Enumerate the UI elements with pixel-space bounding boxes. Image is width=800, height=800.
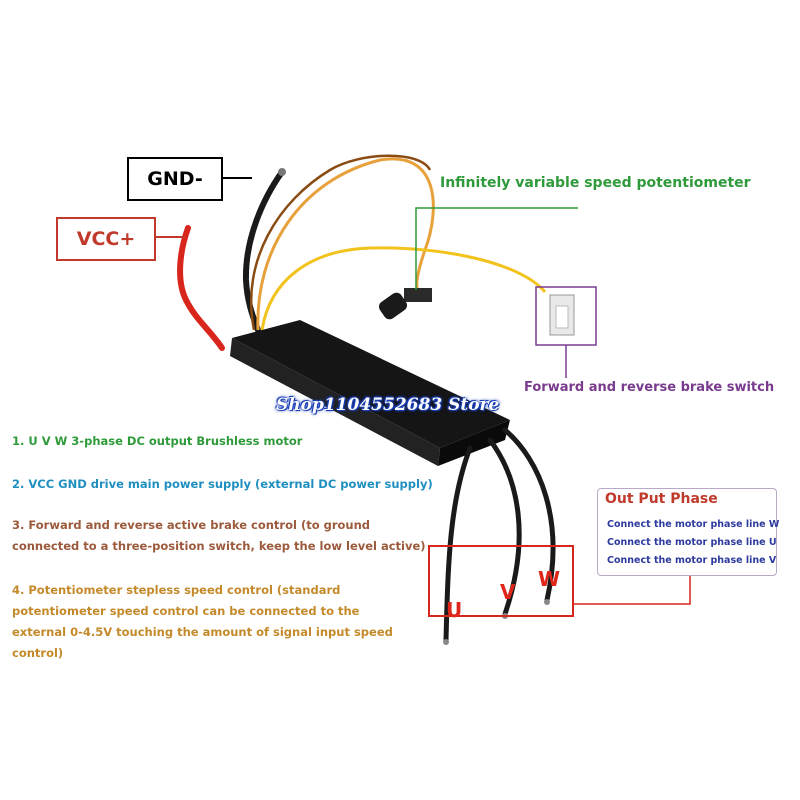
esc-controller-icon bbox=[230, 320, 510, 466]
output-phase-title: Out Put Phase bbox=[605, 491, 718, 507]
gnd-label: GND- bbox=[127, 157, 223, 201]
phase-letter-v: V bbox=[500, 580, 516, 604]
phase-line-u: Connect the motor phase line U bbox=[607, 537, 777, 548]
vcc-label: VCC+ bbox=[56, 217, 156, 261]
note-3: 3. Forward and reverse active brake cont… bbox=[12, 518, 426, 553]
signal-orange-wire bbox=[256, 157, 435, 331]
pot-callout-line bbox=[415, 207, 578, 290]
note-1: 1. U V W 3-phase DC output Brushless mot… bbox=[12, 434, 303, 448]
gnd-wire-tip bbox=[278, 168, 286, 176]
output-phase-box: Out Put Phase Connect the motor phase li… bbox=[597, 488, 780, 576]
phase-u-wire bbox=[443, 445, 473, 643]
note-2: 2. VCC GND drive main power supply (exte… bbox=[12, 477, 433, 491]
phase-v-wire bbox=[487, 437, 522, 617]
phase-line-v: Connect the motor phase line V bbox=[607, 555, 777, 566]
phase-letter-u: U bbox=[446, 598, 463, 622]
signal-yellow-wire bbox=[260, 246, 547, 331]
potentiometer-icon bbox=[378, 288, 432, 320]
phase-letter-w: W bbox=[538, 567, 561, 591]
phase-callout-line bbox=[573, 574, 691, 605]
switch-label: Forward and reverse brake switch bbox=[524, 380, 775, 395]
store-watermark: Shop1104552683 Store bbox=[276, 395, 500, 415]
signal-brown-wire bbox=[249, 154, 432, 331]
potentiometer-label: Infinitely variable speed potentiometer bbox=[440, 175, 751, 191]
note-4: 4. Potentiometer stepless speed control … bbox=[12, 583, 393, 660]
uvw-callout-box bbox=[428, 545, 574, 617]
phase-w-wire bbox=[502, 427, 556, 603]
switch-icon bbox=[549, 294, 575, 336]
phase-line-w: Connect the motor phase line W bbox=[607, 519, 780, 530]
vcc-red-wire bbox=[177, 225, 225, 351]
